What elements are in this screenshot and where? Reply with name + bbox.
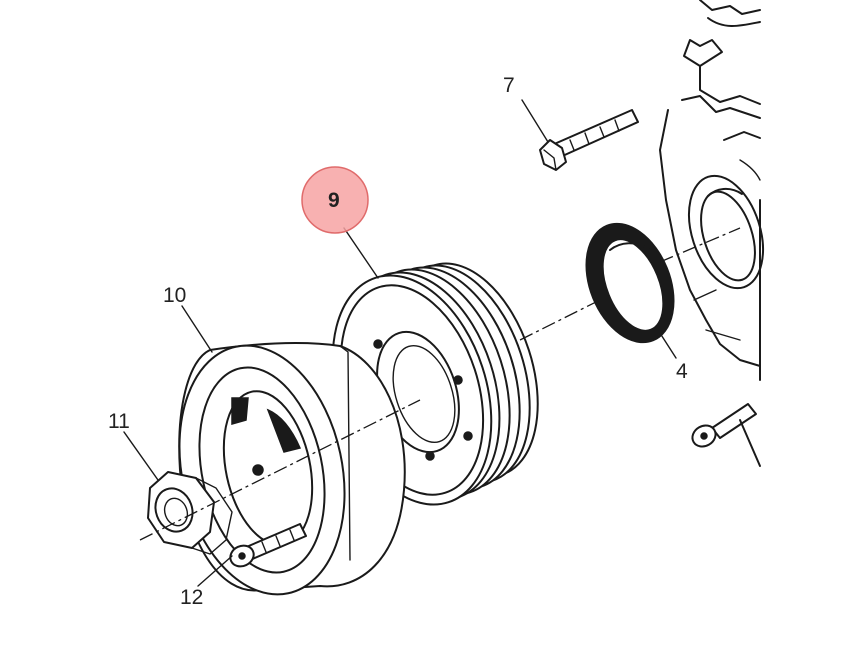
leader-lines (123, 99, 677, 587)
callout-9[interactable]: 9 (328, 189, 340, 212)
callout-7[interactable]: 7 (503, 74, 515, 97)
seal-part-4 (585, 222, 675, 344)
callout-12[interactable]: 12 (180, 586, 203, 609)
callout-10[interactable]: 10 (163, 284, 186, 307)
callout-4[interactable]: 4 (676, 360, 688, 383)
engine-front-cover (659, 0, 764, 381)
callout-11[interactable]: 11 (108, 410, 130, 433)
bolt-part-7 (539, 109, 639, 171)
mount-bolt (691, 403, 761, 467)
highlight-circle-9 (301, 166, 369, 234)
center-axis (139, 227, 741, 541)
nut-part-11 (147, 471, 233, 555)
bolt-part-12 (229, 523, 307, 568)
